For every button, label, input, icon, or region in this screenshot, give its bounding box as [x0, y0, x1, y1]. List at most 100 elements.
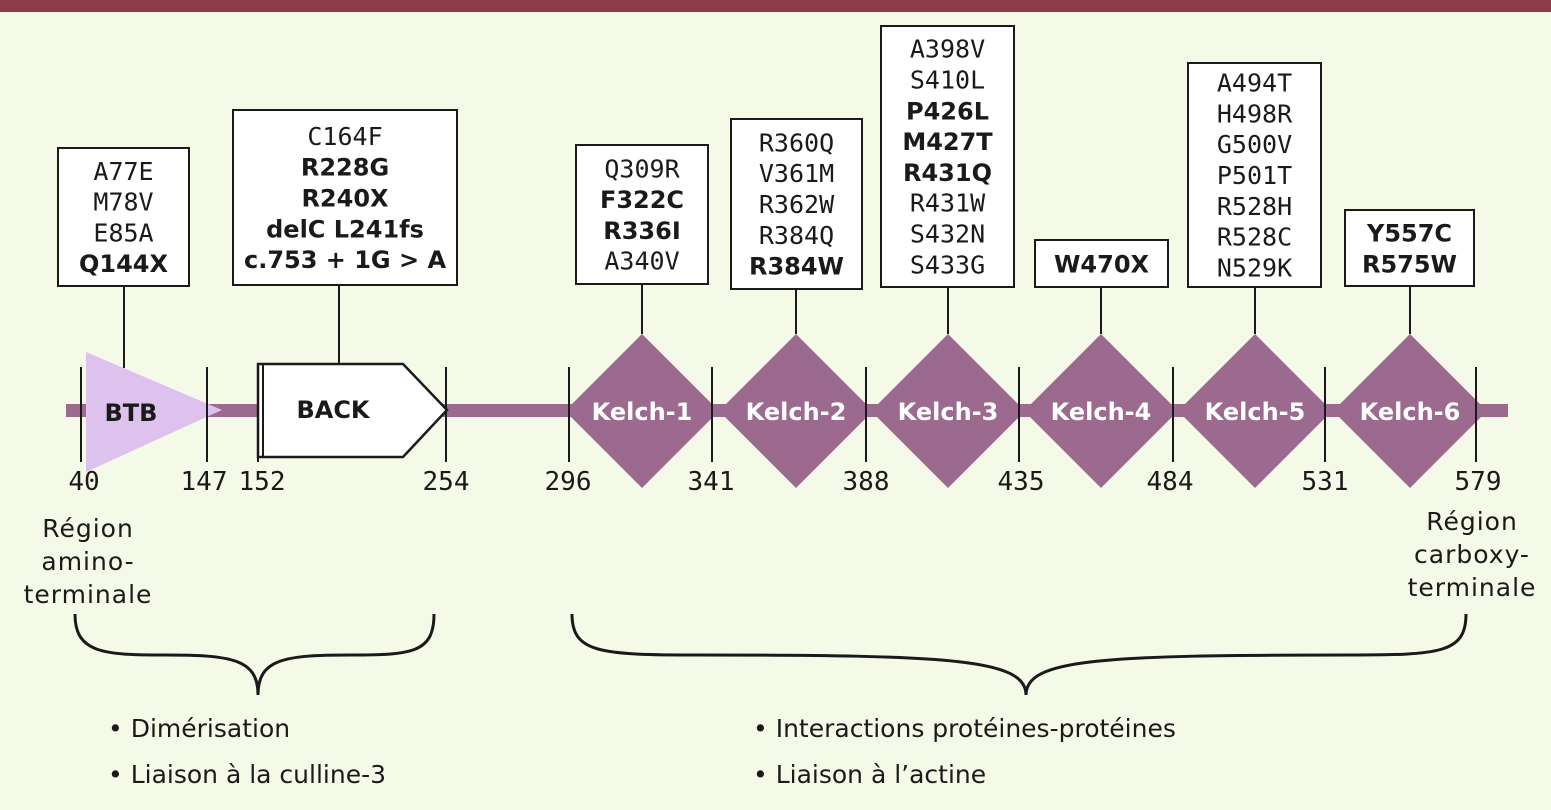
mutation-box-kelch-4: W470X [1034, 239, 1169, 288]
mutation-box-frame [232, 109, 458, 286]
position-number: 40 [68, 467, 99, 497]
function-lists: • Dimérisation • Liaison à la culline-3 • … [108, 714, 1176, 789]
region-amino-line: Région [42, 514, 134, 543]
mutation-label: H498R [1217, 99, 1293, 128]
kelch-4-shape [1024, 334, 1178, 488]
brace-right [570, 613, 1468, 696]
mutation-label: R240X [301, 185, 389, 213]
mutation-label: R228G [301, 154, 389, 182]
position-number: 388 [843, 467, 890, 497]
kelch-1-label: Kelch-1 [592, 398, 693, 426]
position-number: 147 [181, 467, 228, 497]
back-label: BACK [296, 396, 370, 424]
kelch-2-label: Kelch-2 [746, 398, 847, 426]
mutation-label: S432N [910, 220, 985, 249]
function-braces [73, 613, 1468, 696]
mutation-label: R528H [1217, 192, 1292, 221]
mutation-label: R362W [759, 190, 835, 219]
position-numbers: 40 147 152 254 296 341 388 435 484 531 579 [68, 467, 1501, 497]
connectors [123, 284, 1411, 368]
position-number: 254 [423, 467, 470, 497]
mutation-box-frame [1344, 209, 1475, 287]
mutation-label: A398V [910, 35, 985, 64]
mutation-label: P426L [906, 97, 989, 125]
mutation-label: R431Q [903, 159, 992, 187]
brace-left [73, 613, 436, 696]
mutation-label: S410L [910, 66, 985, 95]
mutation-box-frame [575, 144, 709, 285]
position-number: 435 [998, 467, 1045, 497]
kelch-6-shape [1333, 334, 1487, 488]
kelch-5-shape [1178, 334, 1332, 488]
mutation-label: R528C [1217, 223, 1292, 252]
mutation-box-frame [730, 118, 863, 290]
mutation-label: R384Q [759, 221, 834, 250]
position-number: 531 [1302, 467, 1349, 497]
mutation-label: P501T [1217, 161, 1292, 190]
kelch-domains: Kelch-1 Kelch-2 Kelch-3 Kelch-4 Kelch-5 Kelch… [565, 334, 1487, 488]
btb-label: BTB [105, 399, 158, 427]
kelch-1-shape [565, 334, 719, 488]
mutation-label: W470X [1054, 251, 1150, 279]
mutation-label: Q309R [604, 154, 680, 183]
position-number: 579 [1455, 467, 1502, 497]
kelch-6-label: Kelch-6 [1360, 398, 1461, 426]
region-amino-line: terminale [24, 580, 153, 609]
mutation-label: C164F [307, 122, 382, 151]
mutation-label: delC L241fs [266, 215, 424, 243]
mutation-box-frame [880, 25, 1015, 288]
mutation-box-frame [57, 147, 190, 287]
kelch-3-label: Kelch-3 [898, 398, 999, 426]
mutation-label: R360Q [759, 128, 834, 157]
mutation-label: V361M [759, 159, 834, 188]
mutation-label: R384W [749, 253, 844, 281]
mutation-label: c.753 + 1G > A [244, 246, 446, 274]
mutation-label: Q144X [79, 250, 169, 278]
function-item: • Liaison à l’actine [753, 760, 986, 789]
mutation-label: R431W [910, 189, 986, 218]
mutation-label: M78V [93, 188, 153, 217]
region-carboxy-line: terminale [1408, 573, 1537, 602]
mutation-label: A340V [604, 247, 679, 276]
mutation-label: S433G [910, 250, 985, 279]
position-number: 152 [239, 467, 286, 497]
mutation-label: R336I [603, 217, 681, 245]
position-number: 484 [1147, 467, 1194, 497]
back-domain: BACK [256, 362, 449, 459]
mutation-box-frame [1034, 239, 1169, 288]
mutation-label: N529K [1217, 253, 1292, 282]
function-item: • Dimérisation [108, 714, 290, 743]
kelch-2-shape [719, 334, 873, 488]
mutation-box-frame [1187, 62, 1322, 288]
position-number: 341 [688, 467, 735, 497]
mutation-label: E85A [93, 218, 153, 247]
mutation-label: R575W [1362, 250, 1457, 278]
kelch-3-shape [871, 334, 1025, 488]
mutation-label: M427T [902, 128, 993, 156]
mutation-label: A77E [93, 157, 153, 186]
terminal-regions: Région amino-terminale Région carboxy-termi… [24, 507, 1537, 609]
position-ticks [80, 367, 1477, 462]
kelch-4-label: Kelch-4 [1051, 398, 1152, 426]
region-carboxy-line: carboxy- [1414, 540, 1530, 569]
position-number: 296 [545, 467, 592, 497]
kelch-5-label: Kelch-5 [1205, 398, 1306, 426]
region-carboxy-line: Région [1426, 507, 1518, 536]
function-item: • Liaison à la culline-3 [108, 760, 386, 789]
function-item: • Interactions protéines-protéines [753, 714, 1176, 743]
btb-domain: BTB [86, 352, 222, 472]
mutation-label: A494T [1217, 69, 1292, 98]
btb-shape [86, 352, 222, 472]
region-amino-line: amino- [41, 547, 134, 576]
mutation-label: G500V [1217, 130, 1292, 159]
